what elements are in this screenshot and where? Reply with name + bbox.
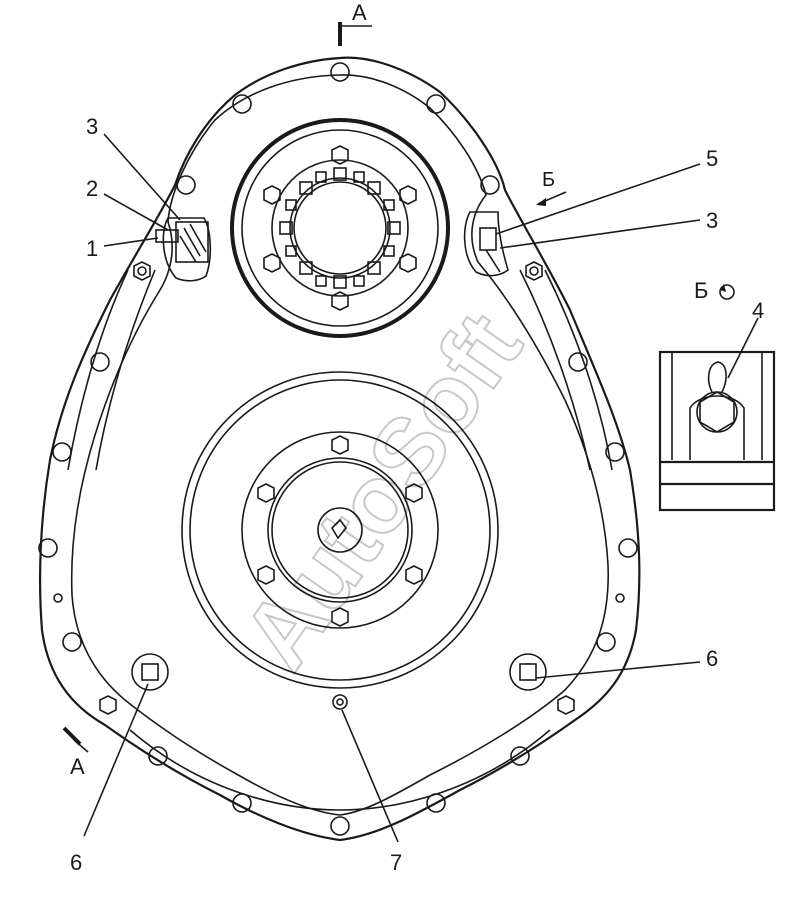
right-plug-assembly	[463, 211, 543, 281]
detail-view: Б	[658, 278, 776, 512]
section-mark-top: А	[338, 0, 372, 46]
callout-4: 4	[752, 298, 764, 323]
lower-hub-assembly	[181, 371, 499, 689]
view-arrow: Б	[536, 169, 567, 206]
detail-view-title: Б	[694, 278, 708, 303]
callout-6-left: 6	[70, 850, 82, 875]
callout-1: 1	[86, 236, 98, 261]
callout-7: 7	[390, 850, 402, 875]
callout-6-right: 6	[706, 646, 718, 671]
callout-3-right: 3	[706, 208, 718, 233]
left-plug-assembly	[133, 217, 212, 282]
lower-plugs	[99, 653, 575, 715]
section-label-bottom: А	[70, 754, 85, 779]
callout-2: 2	[86, 176, 98, 201]
callout-numbers: 3 2 1 5 3 4 6 6 7	[70, 114, 764, 875]
callout-3-left: 3	[86, 114, 98, 139]
callout-5: 5	[706, 146, 718, 171]
watermark: AutoSoft	[221, 293, 543, 688]
upper-gear-assembly	[230, 118, 450, 338]
view-label: Б	[542, 169, 555, 191]
perimeter-bolt-holes	[38, 62, 638, 836]
section-label-top: А	[352, 0, 367, 25]
section-mark-bottom: А	[62, 726, 89, 779]
callout-leaders	[83, 133, 759, 843]
watermark-text: AutoSoft	[222, 294, 542, 687]
